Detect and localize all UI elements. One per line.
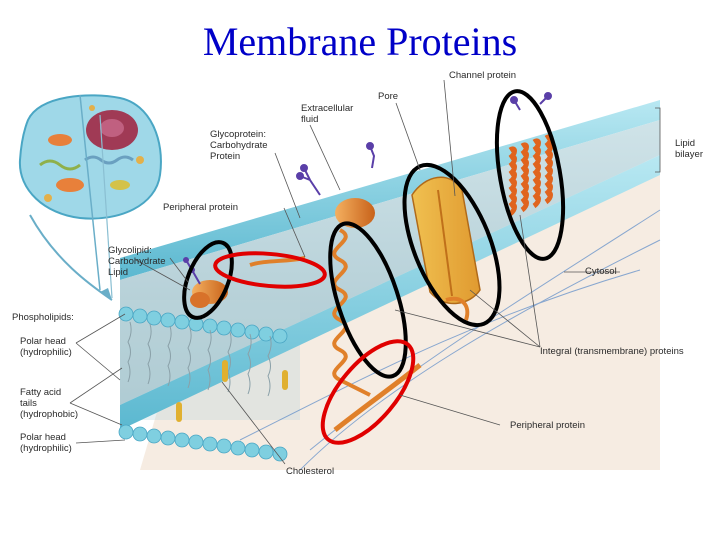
label-peripheral-protein-bottom: Peripheral protein	[510, 420, 585, 431]
label-lipid-bilayer: Lipid bilayer	[675, 138, 703, 160]
label-glycoprotein: Glycoprotein: Carbohydrate Protein	[210, 129, 268, 162]
label-extracellular-fluid: Extracellular fluid	[301, 103, 353, 125]
label-glycolipid: Glycolipid: Carbohydrate Lipid	[108, 245, 166, 278]
label-cytosol: Cytosol	[585, 266, 617, 277]
label-integral-proteins: Integral (transmembrane) proteins	[540, 346, 684, 357]
label-phospholipids: Phospholipids:	[12, 312, 74, 323]
label-fatty-acid-tails: Fatty acid tails (hydrophobic)	[20, 387, 78, 420]
label-polar-head-bottom: Polar head (hydrophilic)	[20, 432, 72, 454]
label-pore: Pore	[378, 91, 398, 102]
label-polar-head-top: Polar head (hydrophilic)	[20, 336, 72, 358]
label-cholesterol: Cholesterol	[286, 466, 334, 477]
label-channel-protein: Channel protein	[449, 70, 516, 81]
label-peripheral-protein-top: Peripheral protein	[163, 202, 238, 213]
